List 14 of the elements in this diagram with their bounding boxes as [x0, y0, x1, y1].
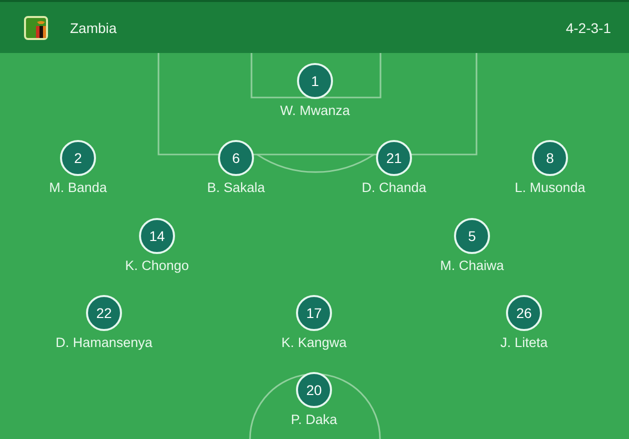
- player-name: K. Chongo: [125, 258, 189, 274]
- player-name: M. Chaiwa: [440, 258, 504, 274]
- player-name: B. Sakala: [207, 180, 265, 196]
- formation-label: 4-2-3-1: [566, 20, 611, 36]
- header-bar: [0, 0, 629, 53]
- player-name: D. Chanda: [362, 180, 426, 196]
- player-name: P. Daka: [290, 412, 338, 428]
- player-name: J. Liteta: [500, 335, 548, 351]
- player-name: K. Kangwa: [281, 335, 347, 351]
- player-name: M. Banda: [49, 180, 107, 196]
- player-name: L. Musonda: [514, 180, 586, 196]
- team-name: Zambia: [70, 20, 117, 36]
- player-name: D. Hamansenya: [56, 335, 152, 351]
- player-name: W. Mwanza: [280, 103, 350, 119]
